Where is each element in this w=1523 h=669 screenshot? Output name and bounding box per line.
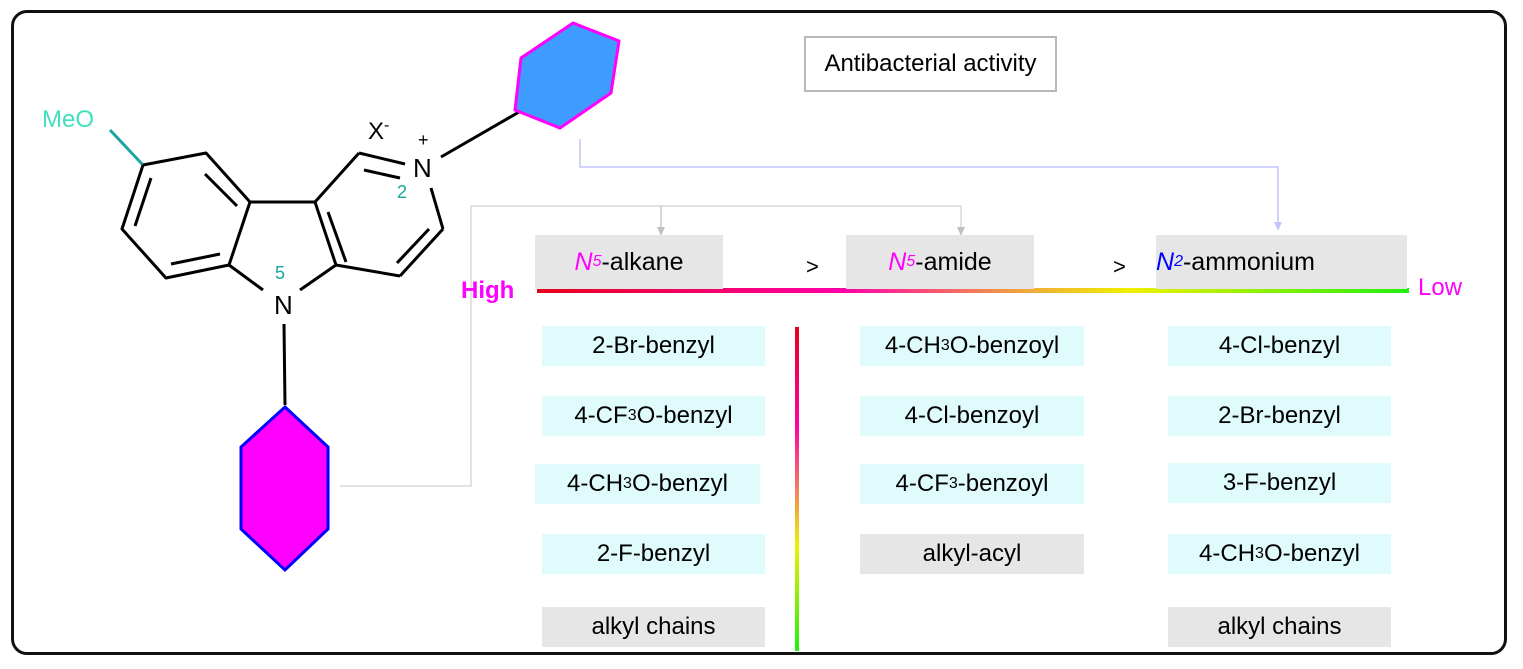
list-item: alkyl chains <box>1168 607 1391 647</box>
vertical-gradient-bar <box>795 327 799 651</box>
n2-charge: + <box>418 130 429 150</box>
greater-than-1: > <box>806 254 819 279</box>
arrow-head-icon <box>1274 222 1282 231</box>
arrow-head-icon <box>957 227 965 236</box>
activity-scale-bar <box>537 288 1409 293</box>
list-item: 2-Br-benzyl <box>542 326 765 366</box>
methoxy-bond <box>108 128 145 167</box>
category-suffix: -amide <box>915 247 992 276</box>
category-suffix: -alkane <box>601 247 684 276</box>
list-item: 2-Br-benzyl <box>1168 396 1391 436</box>
greater-than-2: > <box>1113 254 1126 279</box>
n5-locant: 5 <box>275 263 286 283</box>
title-box: Antibacterial activity <box>804 36 1057 92</box>
carboline-core <box>120 110 520 406</box>
list-item: 4-Cl-benzyl <box>1168 326 1391 366</box>
counterion-symbol: X <box>368 118 385 145</box>
list-item: alkyl chains <box>542 607 765 647</box>
category-prefix: N <box>574 247 593 276</box>
title-text: Antibacterial activity <box>824 50 1037 77</box>
methoxy-label: MeO <box>42 106 95 133</box>
counterion-charge: - <box>384 117 390 134</box>
arrow-head-icon <box>657 227 665 236</box>
n5-aryl-ring-icon <box>239 404 330 573</box>
n2-atom-label: N <box>413 153 432 183</box>
high-label: High <box>461 277 515 304</box>
n5-atom-label: N <box>274 290 293 320</box>
list-item: alkyl-acyl <box>860 534 1084 574</box>
category-prefix: N <box>1156 247 1175 276</box>
category-superscript: 2 <box>1174 253 1183 270</box>
list-item: 2-F-benzyl <box>542 534 765 574</box>
category-suffix: -ammonium <box>1182 247 1315 276</box>
n2-connector-line <box>579 139 1279 225</box>
list-item: 3-F-benzyl <box>1168 463 1391 503</box>
category-superscript: 5 <box>592 253 602 270</box>
category-superscript: 5 <box>906 253 916 270</box>
n2-locant: 2 <box>397 182 408 202</box>
list-item: 4-Cl-benzoyl <box>860 396 1084 436</box>
n2-aryl-ring-icon <box>513 21 621 130</box>
n5-connector-line <box>340 205 962 487</box>
low-label: Low <box>1418 274 1463 301</box>
counterion-label: X- <box>368 117 389 146</box>
diagram-frame <box>11 10 1507 655</box>
category-prefix: N <box>888 247 907 276</box>
